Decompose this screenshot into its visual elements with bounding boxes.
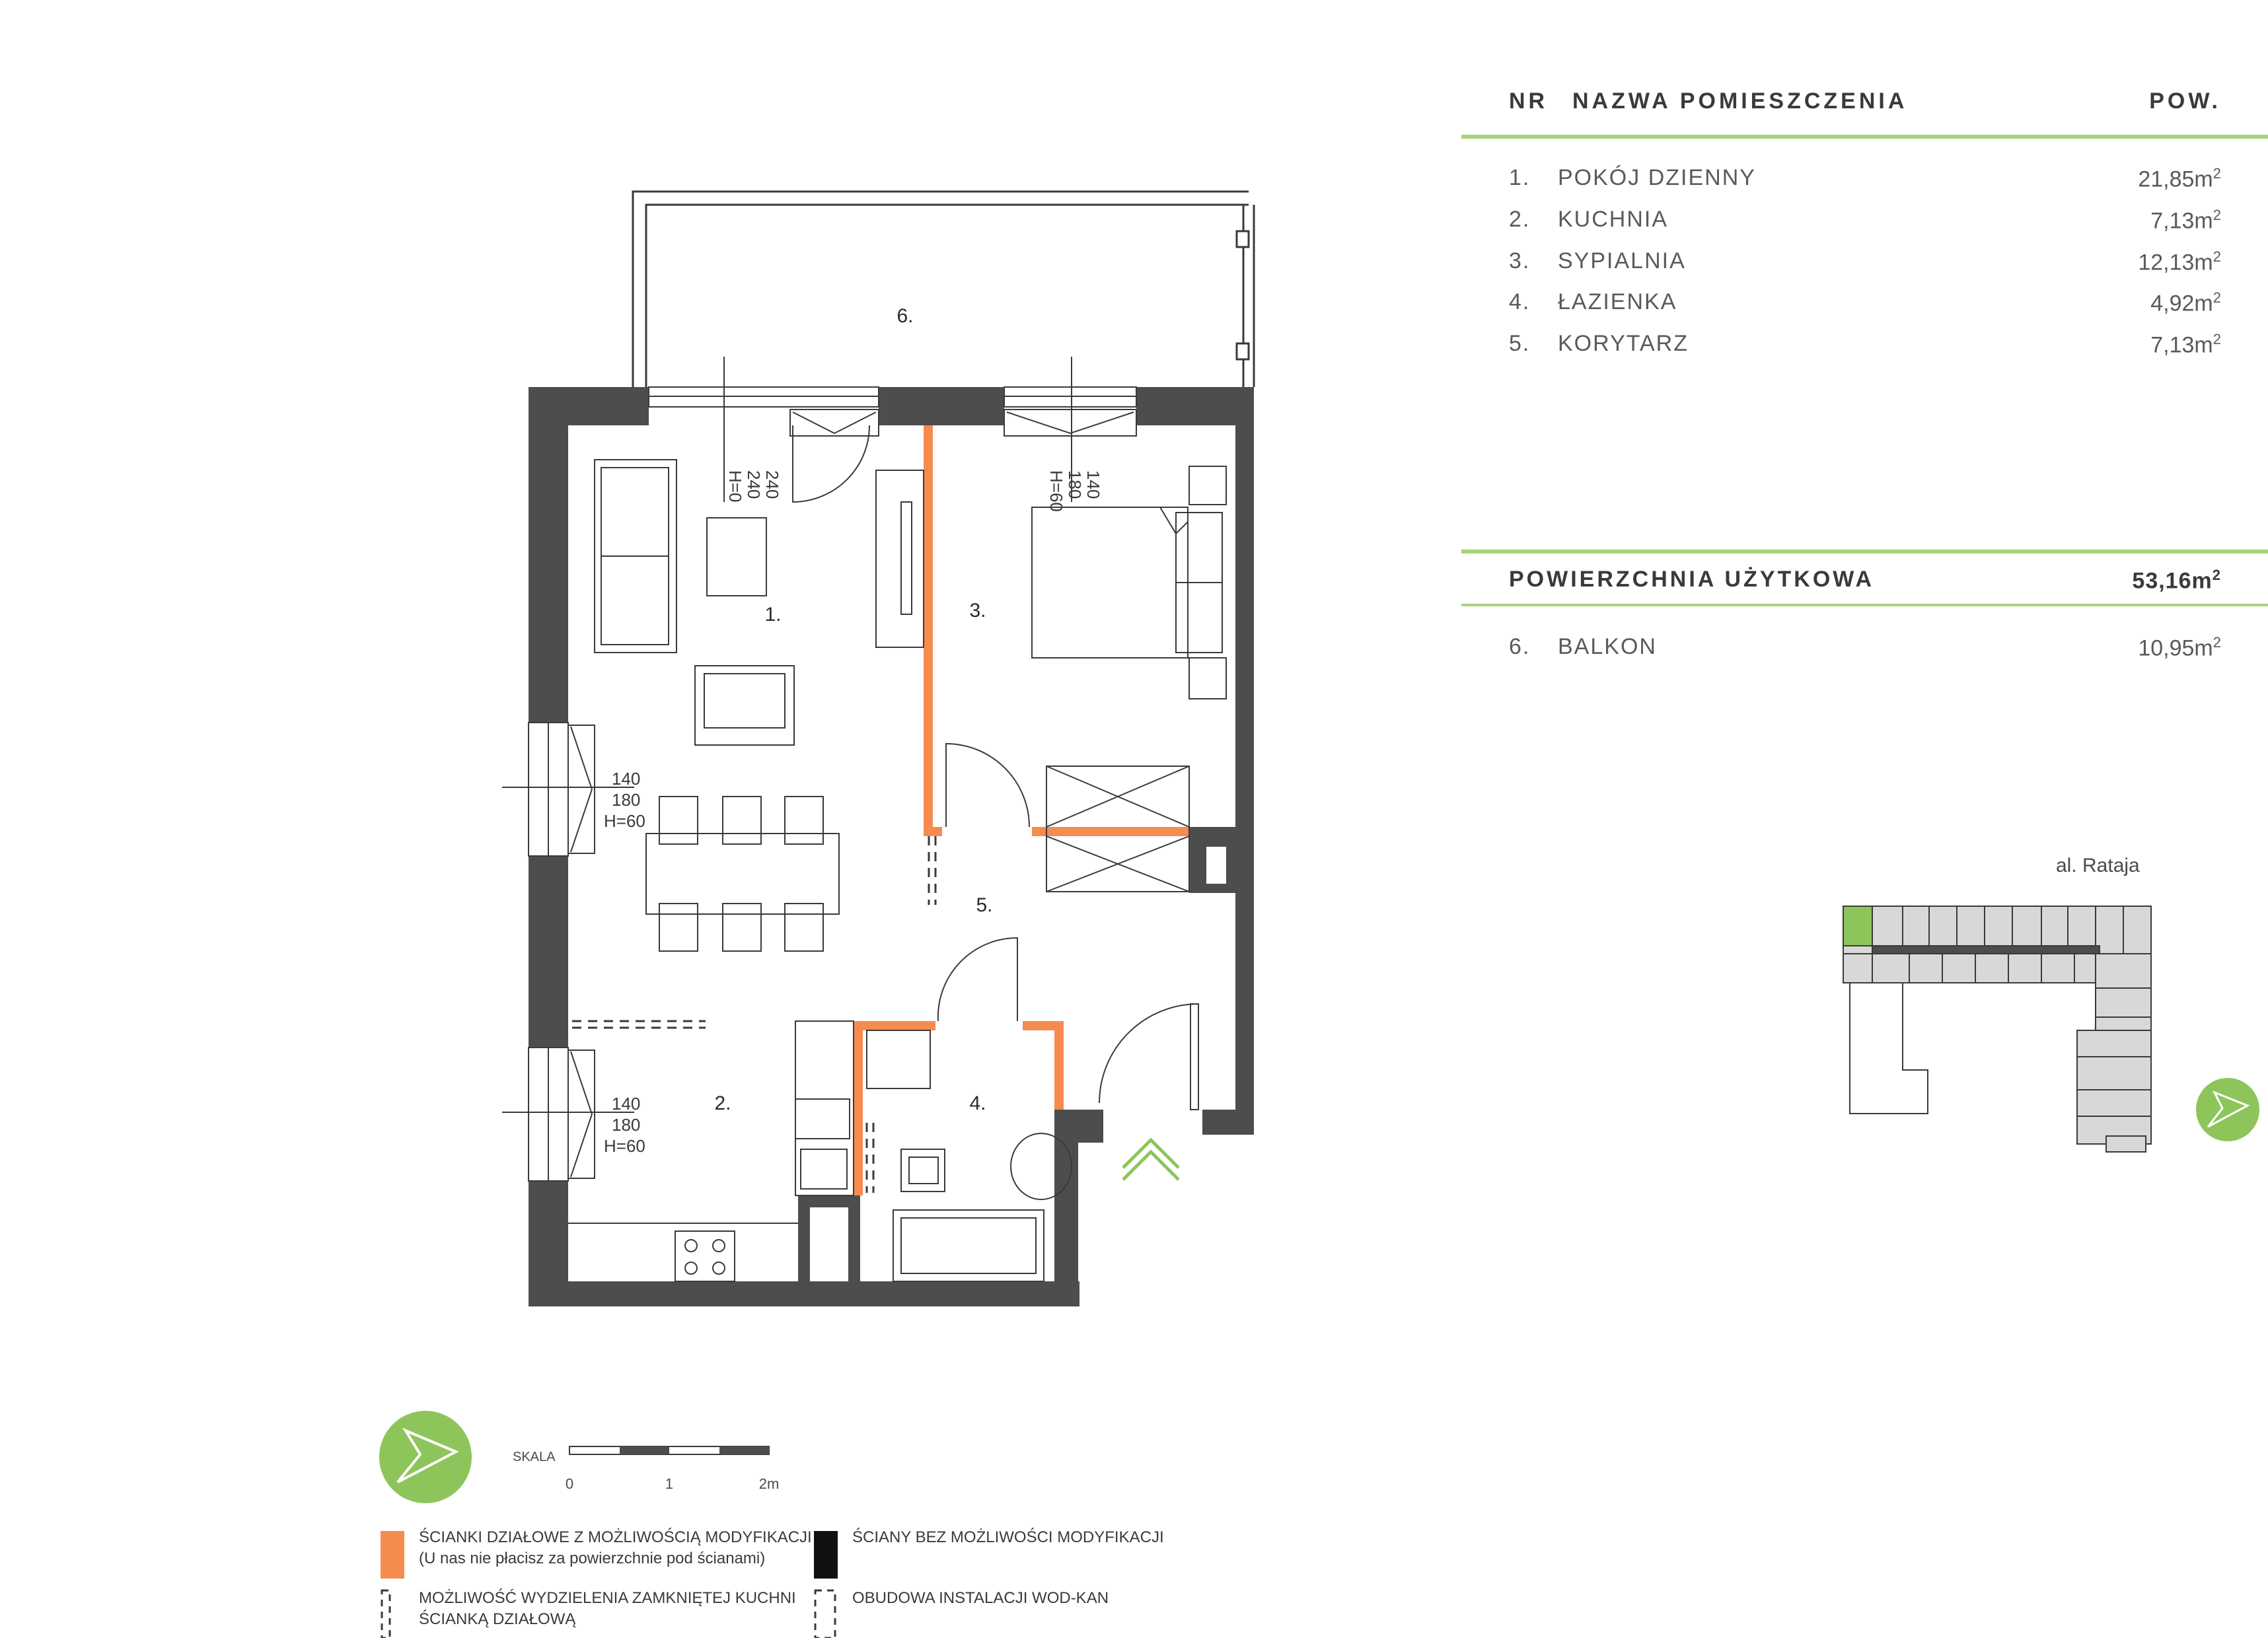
dim-sill: H=60 [604,1136,645,1156]
legend-orange: ŚCIANKI DZIAŁOWE Z MOŻLIWOŚCIĄ MODYFIKAC… [419,1527,812,1569]
dashed-partitions [572,836,937,1193]
scale-tick-1: 1 [665,1476,673,1492]
room-name: SYPIALNIA [1558,248,1686,273]
dim-w: 140 [612,1094,640,1114]
room-name: POKÓJ DZIENNY [1558,165,1756,190]
table-row: 6. BALKON 10,95m2 [1461,634,2268,674]
table-row: 3. SYPIALNIA 12,13m2 [1461,248,2268,288]
legend-kitchen-note: ŚCIANKĄ DZIAŁOWĄ [419,1610,576,1628]
legend-orange-title: ŚCIANKI DZIAŁOWE Z MOŻLIWOŚCIĄ MODYFIKAC… [419,1528,812,1546]
dim-w: 140 [1083,470,1103,499]
room-name: BALKON [1558,634,1657,659]
usable-label: POWIERZCHNIA UŻYTKOWA [1509,567,1875,592]
legend-dashed-kitchen [381,1589,391,1638]
room-nr: 1. [1509,165,1531,190]
table-row: 1. POKÓJ DZIENNY 21,85m2 [1461,165,2268,205]
room-label-5: 5. [976,894,992,916]
room-labels: 6. 1. 3. 5. 2. 4. [714,305,992,1114]
header-area: POW. [2149,89,2221,114]
usable-divider-bottom [1461,604,2268,606]
legend-dashed-installation [814,1589,836,1638]
north-arrow-icon [379,1411,472,1503]
legend-installation-title: OBUDOWA INSTALACJI WOD-KAN [852,1589,1109,1607]
usable-area: 53,16m2 [2132,567,2221,594]
room-nr: 2. [1509,207,1531,232]
dim-sill: H=60 [1046,470,1066,512]
legend-kitchen: MOŻLIWOŚĆ WYDZIELENIA ZAMKNIĘTEJ KUCHNI … [419,1588,796,1630]
partition-walls [854,425,1189,1195]
legend-installation: OBUDOWA INSTALACJI WOD-KAN [852,1588,1109,1609]
room-label-6: 6. [896,305,913,327]
legend-orange-swatch [381,1531,404,1579]
dim-w: 240 [762,470,782,499]
room-name: KORYTARZ [1558,331,1689,356]
dimension-lines [502,357,1072,1113]
dim-h: 180 [1065,470,1085,499]
header-name: NAZWA POMIESZCZENIA [1572,89,1908,114]
table-row: 2. KUCHNIA 7,13m2 [1461,207,2268,246]
usable-divider-top [1461,550,2268,553]
dim-h: 180 [612,1115,640,1135]
usable-area-row: POWIERZCHNIA UŻYTKOWA 53,16m2 [1461,567,2268,606]
room-area: 4,92m2 [2150,289,2221,316]
room-label-4: 4. [969,1092,986,1114]
street-label: al. Rataja [2056,855,2140,876]
room-area: 12,13m2 [2138,248,2221,275]
table-row: 4. ŁAZIENKA 4,92m2 [1461,289,2268,329]
room-name: KUCHNIA [1558,207,1669,232]
room-nr: 5. [1509,331,1531,356]
room-area: 21,85m2 [2138,165,2221,192]
window-sashes [567,409,1137,1179]
table-header: NR NAZWA POMIESZCZENIA POW. [1461,89,2268,128]
room-table: NR NAZWA POMIESZCZENIA POW. 1. POKÓJ DZI… [1461,79,2268,674]
room-label-3: 3. [969,600,986,622]
dim-sill: H=60 [604,811,645,831]
structural-walls [529,387,1254,1306]
scale-tick-2: 2m [759,1476,780,1492]
furniture [568,459,1227,1282]
legend-kitchen-title: MOŻLIWOŚĆ WYDZIELENIA ZAMKNIĘTEJ KUCHNI [419,1589,796,1607]
dim-h: 240 [744,470,764,499]
header-nr: NR [1509,89,1549,114]
key-plan-north-arrow-icon [2196,1078,2259,1141]
dim-sill: H=0 [725,470,745,502]
room-nr: 4. [1509,289,1531,314]
room-area: 10,95m2 [2138,634,2221,661]
room-name: ŁAZIENKA [1558,289,1677,314]
room-area: 7,13m2 [2150,331,2221,358]
room-label-1: 1. [764,604,781,625]
room-nr: 6. [1509,634,1531,659]
dim-h: 180 [612,790,640,810]
room-label-2: 2. [714,1092,731,1114]
shaft-void [1206,847,1226,884]
window-dims: 240 240 H=0 140 180 H=60 140 180 H=60 14… [604,470,1103,1156]
dim-w: 140 [612,769,640,789]
legend-black-title: ŚCIANY BEZ MOŻLIWOŚCI MODYFIKACJI [852,1528,1164,1546]
doors [792,425,1199,1110]
key-plan: al. Rataja [1843,855,2152,1153]
scale-tick-0: 0 [566,1476,573,1492]
room-nr: 3. [1509,248,1531,273]
entrance-chevron-icon [1122,1137,1180,1181]
legend-orange-note: (U nas nie płacisz za powierzchnie pod ś… [419,1549,766,1567]
table-row: 5. KORYTARZ 7,13m2 [1461,331,2268,371]
legend-black: ŚCIANY BEZ MOŻLIWOŚCI MODYFIKACJI [852,1527,1164,1548]
legend-black-swatch [814,1531,838,1579]
room-area: 7,13m2 [2150,207,2221,234]
balcony [632,190,1255,387]
legend-swatches [381,1531,838,1638]
header-divider [1461,135,2268,139]
scale-label: SKALA [513,1450,556,1464]
scale-bar: SKALA 0 1 2m [513,1446,779,1492]
